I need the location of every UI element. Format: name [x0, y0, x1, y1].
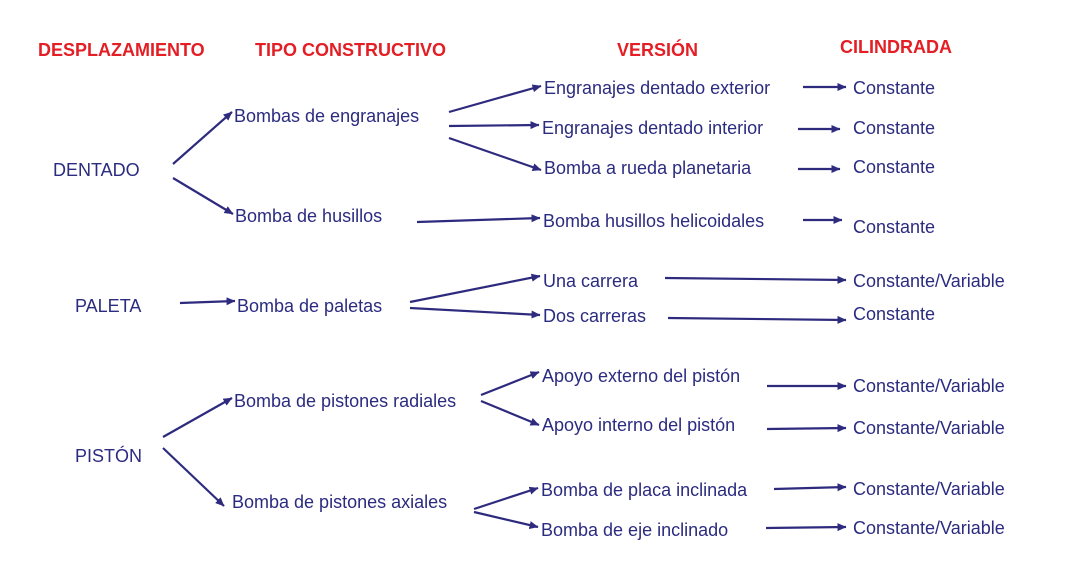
type-paletas: Bomba de paletas	[237, 296, 382, 316]
displacement-dentado: DENTADO	[53, 160, 140, 180]
version-eje: Bomba de eje inclinado	[541, 520, 728, 540]
displacement-paleta: PALETA	[75, 296, 141, 316]
header-displacement-volume: CILINDRADA	[840, 37, 952, 57]
version-interior: Engranajes dentado interior	[542, 118, 763, 138]
arrow-una-carrera-constante-variable	[664, 275, 847, 284]
arrow-dentado-husillos	[172, 177, 234, 215]
arrow-apoyo-interno-constante-variable	[766, 424, 847, 433]
arrow-husillos-helicoidales	[416, 214, 541, 224]
arrow-paletas-una-carrera	[409, 273, 541, 304]
type-radiales: Bomba de pistones radiales	[234, 391, 456, 411]
arrow-engranajes-exterior	[448, 84, 542, 114]
arrow-eje-constante-variable	[765, 523, 847, 532]
arrow-engranajes-planetaria	[448, 136, 542, 172]
cylinder-exterior: Constante	[853, 78, 935, 98]
arrow-dentado-engranajes	[172, 111, 233, 165]
arrow-piston-radiales	[162, 397, 233, 438]
cylinder-helicoidales: Constante	[853, 217, 935, 237]
cylinder-apoyo-interno: Constante/Variable	[853, 418, 1005, 438]
version-dos-carreras: Dos carreras	[543, 306, 646, 326]
arrow-piston-axiales	[162, 447, 225, 507]
type-engranajes: Bombas de engranajes	[234, 106, 419, 126]
displacement-piston: PISTÓN	[75, 445, 142, 466]
arrow-radiales-apoyo-interno	[480, 399, 540, 427]
arrow-radiales-apoyo-externo	[480, 370, 540, 397]
arrow-axiales-eje	[473, 510, 539, 529]
cylinder-placa: Constante/Variable	[853, 479, 1005, 499]
cylinder-dos-carreras: Constante	[853, 304, 935, 324]
arrow-placa-constante-variable	[773, 483, 847, 492]
cylinder-apoyo-externo: Constante/Variable	[853, 376, 1005, 396]
arrow-dos-carreras-constante	[667, 315, 847, 324]
version-apoyo-externo: Apoyo externo del pistón	[542, 366, 740, 386]
type-axiales: Bomba de pistones axiales	[232, 492, 447, 512]
cylinder-una-carrera: Constante/Variable	[853, 271, 1005, 291]
version-exterior: Engranajes dentado exterior	[544, 78, 770, 98]
header-displacement: DESPLAZAMIENTO	[38, 40, 205, 60]
arrow-engranajes-interior	[448, 121, 540, 130]
version-apoyo-interno: Apoyo interno del pistón	[542, 415, 735, 435]
type-husillos: Bomba de husillos	[235, 206, 382, 226]
header-version: VERSIÓN	[617, 39, 698, 60]
cylinder-interior: Constante	[853, 118, 935, 138]
version-placa: Bomba de placa inclinada	[541, 480, 748, 500]
cylinder-planetaria: Constante	[853, 157, 935, 177]
arrow-paletas-dos-carreras	[409, 306, 541, 319]
version-planetaria: Bomba a rueda planetaria	[544, 158, 752, 178]
version-helicoidales: Bomba husillos helicoidales	[543, 211, 764, 231]
arrow-axiales-placa	[473, 486, 539, 511]
header-type: TIPO CONSTRUCTIVO	[255, 40, 446, 60]
version-una-carrera: Una carrera	[543, 271, 639, 291]
cylinder-eje: Constante/Variable	[853, 518, 1005, 538]
arrow-paleta-paletas	[179, 297, 236, 306]
